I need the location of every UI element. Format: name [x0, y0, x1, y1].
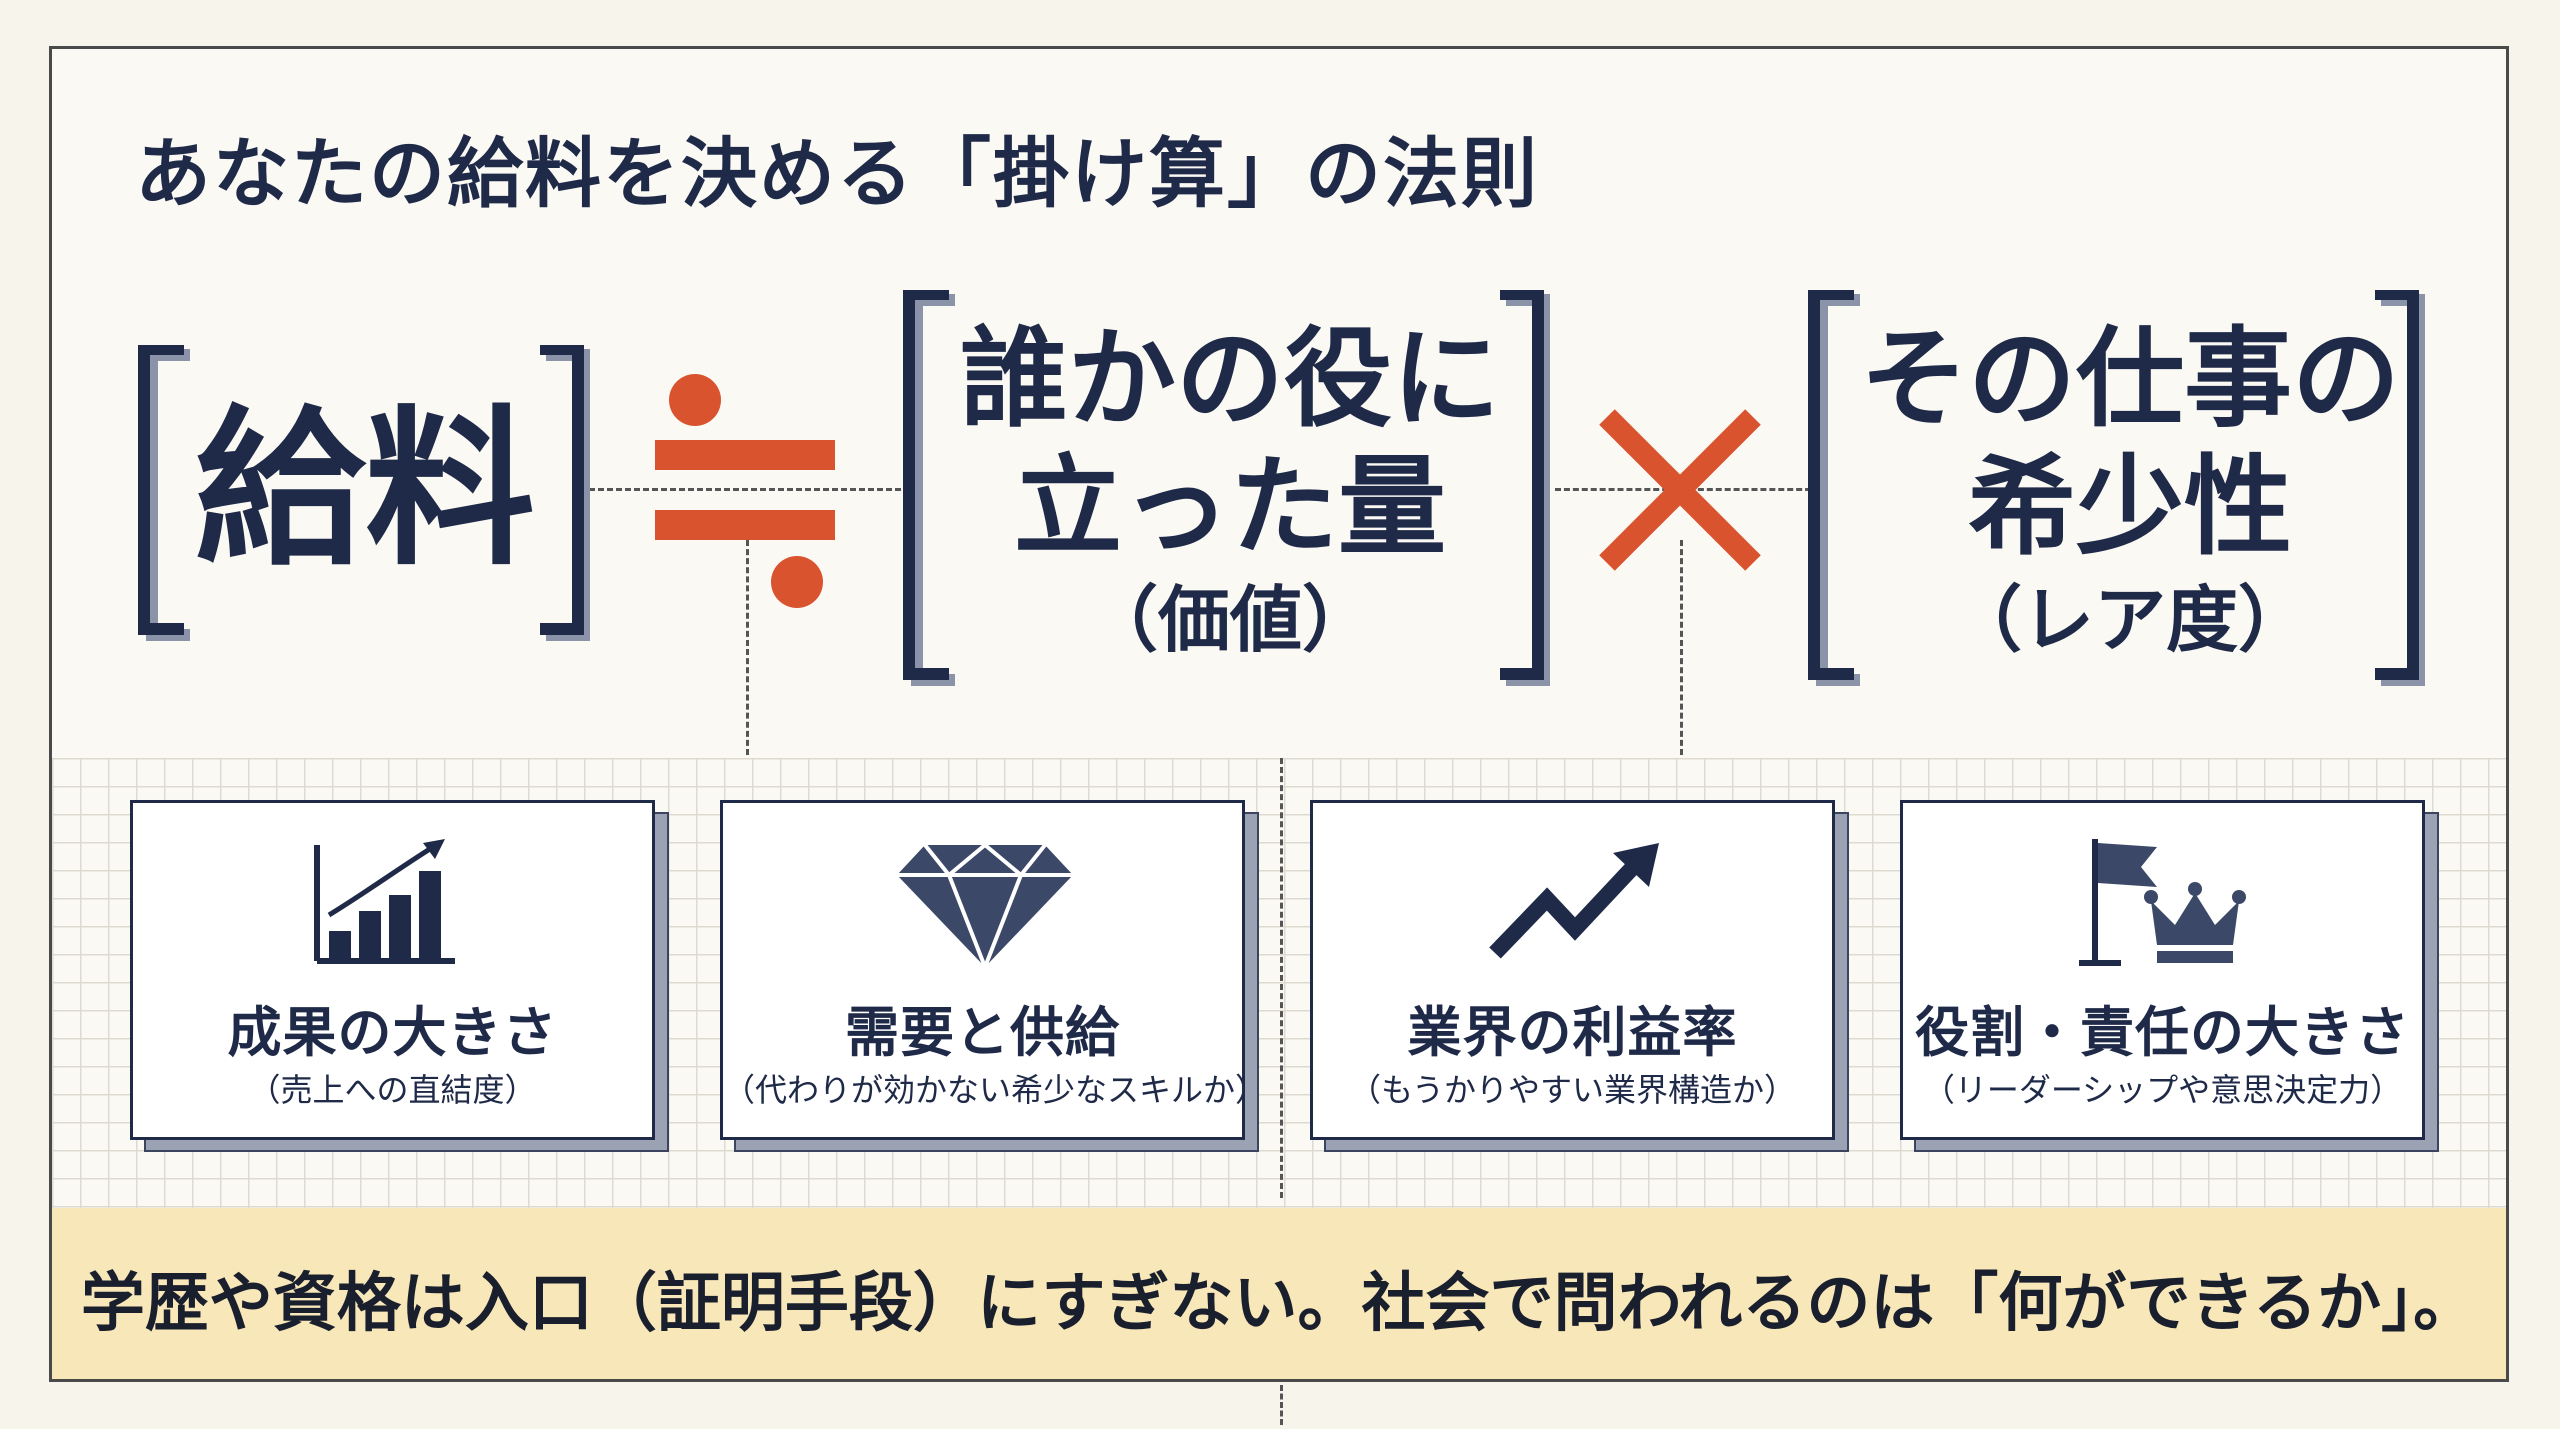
left-bracket-icon	[1808, 290, 1860, 686]
value-term-line2: 立った量	[1013, 445, 1446, 570]
connector-line	[1280, 1385, 1283, 1425]
card-subtitle: （もうかりやすい業界構造か）	[1348, 1071, 1797, 1109]
connector-line	[1680, 540, 1683, 755]
connector-line	[1280, 758, 1283, 1198]
trend-up-arrow-icon	[1489, 843, 1659, 959]
footer-band	[52, 1208, 2506, 1379]
right-bracket-icon	[2375, 290, 2425, 686]
equals-dots-icon	[655, 374, 835, 608]
card-industry-margin: 業界の利益率 （もうかりやすい業界構造か）	[1310, 800, 1835, 1140]
footer-message: 学歴や資格は入口（証明手段）にすぎない。社会で問われるのは「何ができるか」。	[80, 1267, 2478, 1341]
connector-line	[746, 540, 749, 755]
card-performance: 成果の大きさ （売上への直結度）	[130, 800, 655, 1140]
left-bracket-icon	[138, 345, 190, 641]
page-title: あなたの給料を決める「掛け算」の法則	[135, 129, 1539, 218]
diamond-icon	[897, 842, 1073, 973]
card-subtitle: （リーダーシップや意思決定力）	[1922, 1071, 2403, 1109]
salary-term: 給料	[194, 391, 535, 589]
value-term-line1: 誰かの役に	[959, 317, 1500, 442]
right-bracket-icon	[540, 345, 590, 641]
card-title: 需要と供給	[845, 1001, 1120, 1064]
card-title: 役割・責任の大きさ	[1915, 1001, 2410, 1064]
left-bracket-icon	[903, 290, 955, 686]
card-responsibility: 役割・責任の大きさ （リーダーシップや意思決定力）	[1900, 800, 2425, 1140]
card-title: 成果の大きさ	[227, 1001, 558, 1064]
card-subtitle: （代わりが効かない希少なスキルか）	[723, 1071, 1268, 1109]
card-supply-demand: 需要と供給 （代わりが効かない希少なスキルか）	[720, 800, 1268, 1140]
connector-line	[580, 488, 910, 491]
right-bracket-icon	[1500, 290, 1550, 686]
rarity-term-line1: その仕事の	[1859, 317, 2400, 442]
rarity-term-line2: 希少性	[1967, 445, 2292, 570]
rarity-term-line3: （レア度）	[1949, 578, 2310, 662]
times-icon	[1599, 409, 1761, 571]
value-term-line3: （価値）	[1085, 578, 1374, 662]
card-title: 業界の利益率	[1407, 1001, 1738, 1064]
flag-crown-icon	[2079, 839, 2246, 966]
bar-chart-growth-icon	[314, 839, 455, 964]
card-subtitle: （売上への直結度）	[248, 1071, 537, 1109]
